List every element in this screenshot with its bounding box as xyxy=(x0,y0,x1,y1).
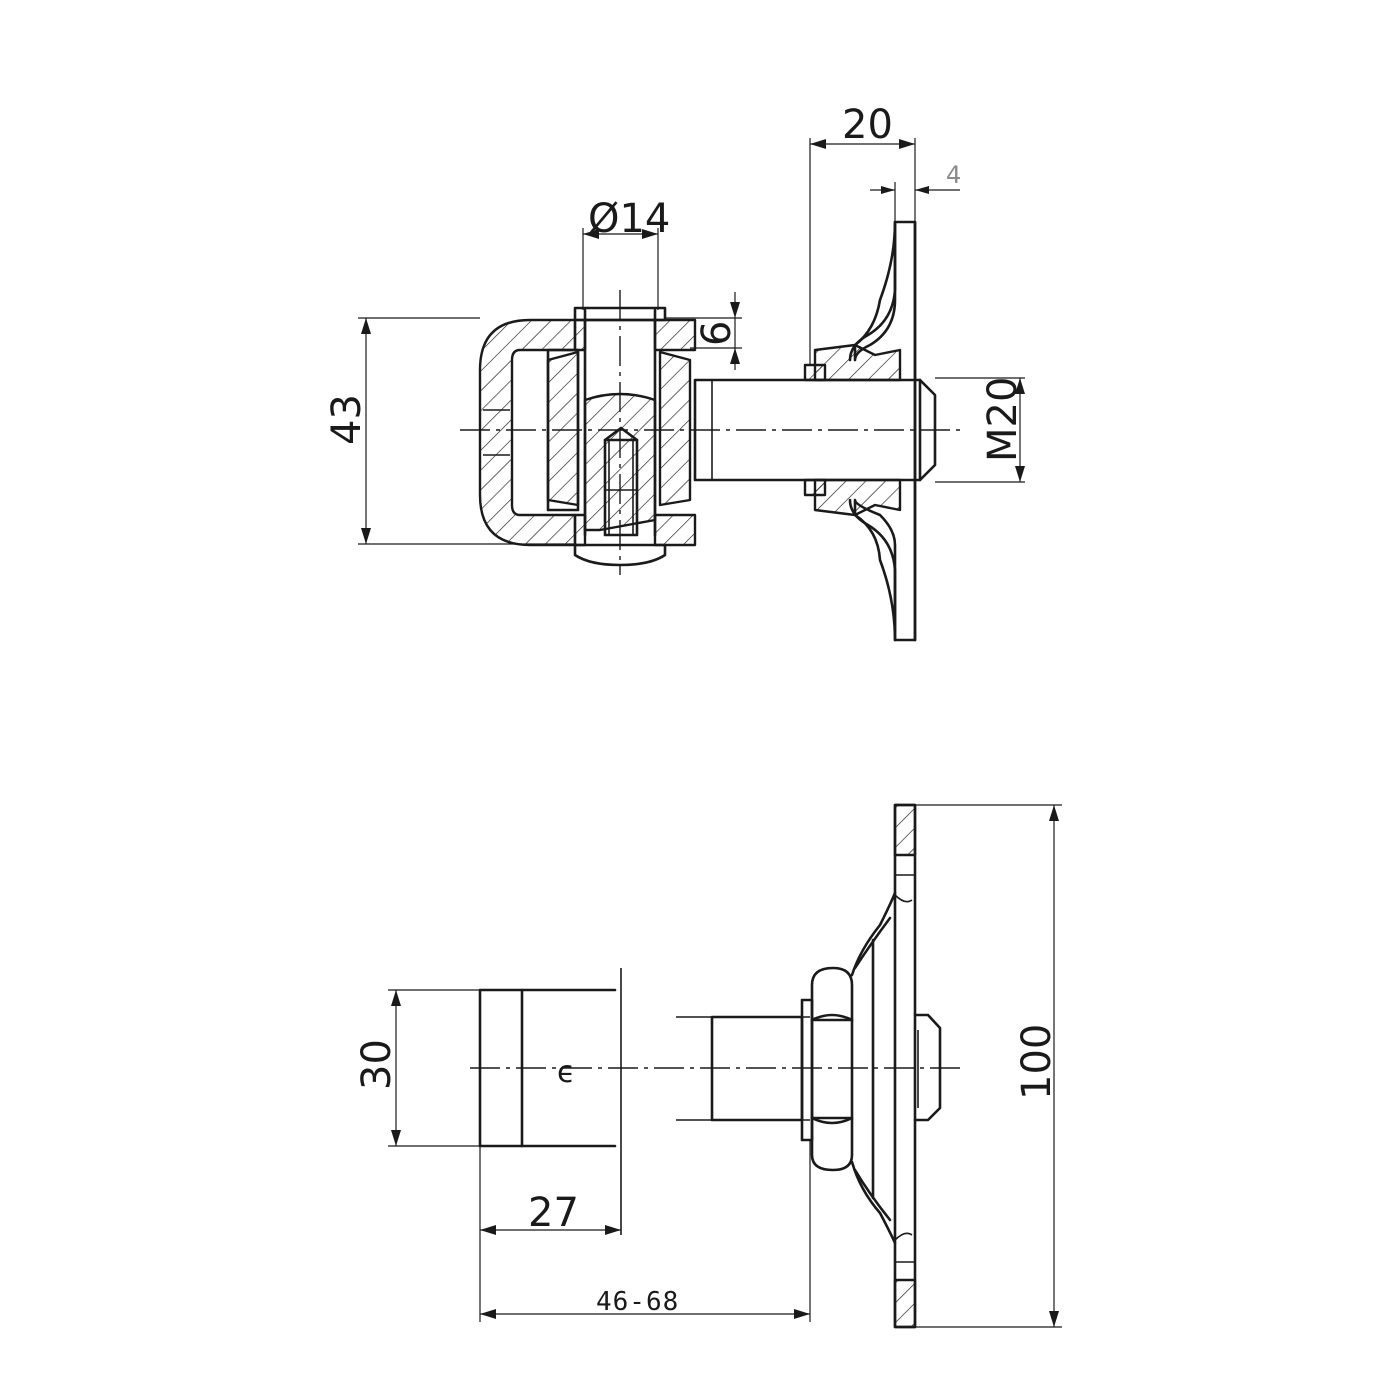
dim-m20: M20 xyxy=(980,377,1026,462)
hex-nut xyxy=(810,966,854,1172)
dim-46-68: 46-68 xyxy=(596,1287,679,1317)
dim-4: 4 xyxy=(946,161,961,189)
bottom-side-view: ϵ xyxy=(470,803,965,1329)
dim-6: 6 xyxy=(694,321,740,346)
bushing-right xyxy=(658,350,692,507)
bottom-cap xyxy=(573,543,667,567)
svg-text:ϵ: ϵ xyxy=(557,1055,575,1090)
bushing-left xyxy=(546,350,580,507)
bracket-body xyxy=(478,318,577,547)
dim-30: 30 xyxy=(354,1039,400,1090)
top-dimensions: 43 Ø14 6 20 4 M20 xyxy=(324,102,1026,545)
plate-dome xyxy=(850,891,897,1245)
base-plate xyxy=(893,803,917,1329)
mounting-plate xyxy=(853,220,917,642)
top-section-view xyxy=(460,220,965,642)
dim-27: 27 xyxy=(528,1190,579,1236)
bottom-dimensions: 30 27 46-68 100 xyxy=(354,804,1062,1328)
set-screw xyxy=(603,438,639,537)
dim-20: 20 xyxy=(842,102,893,148)
dim-43: 43 xyxy=(324,394,370,445)
dim-diameter-14: Ø14 xyxy=(588,196,670,242)
dim-100: 100 xyxy=(1014,1024,1060,1100)
